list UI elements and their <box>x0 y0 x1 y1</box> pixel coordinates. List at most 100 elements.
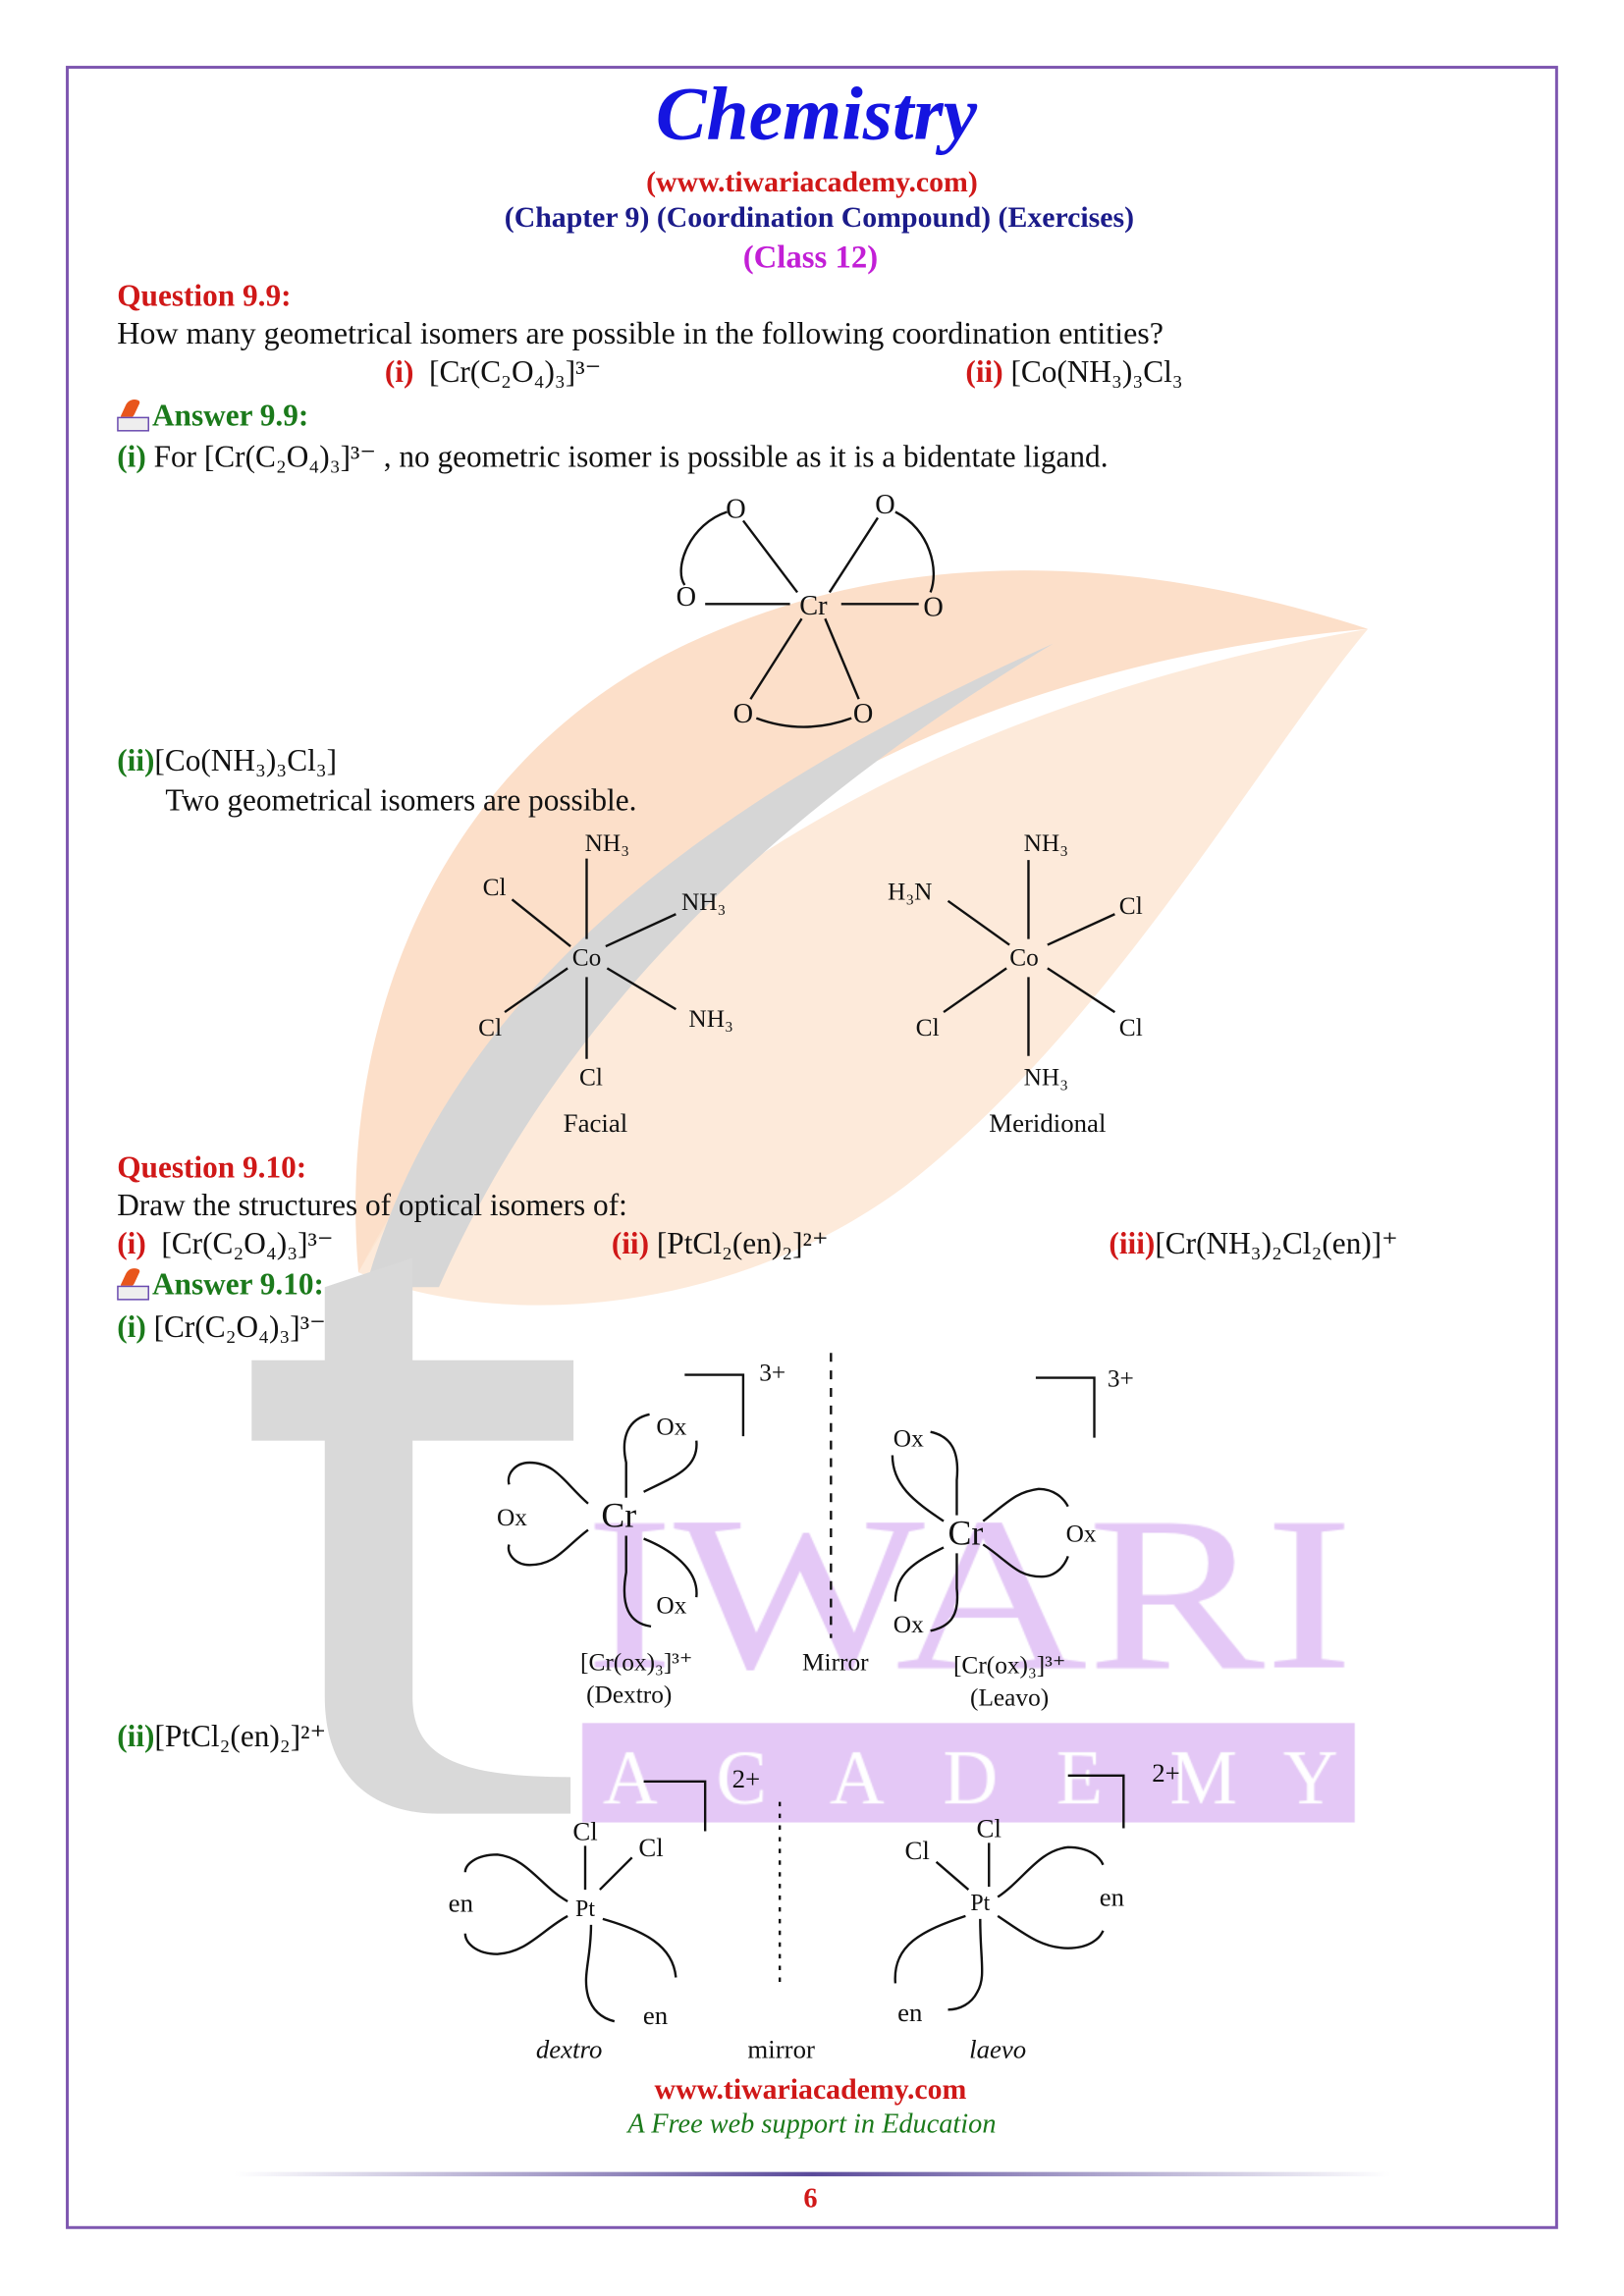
ligand-label: Ox <box>893 1425 924 1453</box>
isomer-caption: dextro <box>536 2034 603 2063</box>
isomer-caption: (Dextro) <box>586 1681 672 1708</box>
atom-label: NH₃ <box>1024 829 1068 857</box>
item-number: (ii) <box>965 353 1003 390</box>
isomer-caption: laevo <box>969 2034 1026 2063</box>
atom-label: NH₃ <box>585 829 629 857</box>
answer-icon <box>117 1264 149 1301</box>
item-number: (i) <box>117 1308 146 1345</box>
question-9-9-label: Question 9.9: <box>117 278 292 313</box>
question-9-10-item-ii: (ii) [PtCl₂(en)₂]²⁺ <box>612 1226 829 1261</box>
page-title: Chemistry <box>655 73 978 157</box>
pt-en-optical-isomers: 2+ 2+ Pt Cl Cl en en Pt Cl Cl en en dext… <box>449 1758 1180 2064</box>
isomer-formula: [Cr(ox)₃]³⁺ <box>580 1649 692 1677</box>
footer-url[interactable]: www.tiwariacademy.com <box>654 2073 967 2107</box>
atom-label: Cr <box>601 1496 636 1535</box>
item-number: (ii) <box>611 1225 650 1261</box>
chapter-line: (Chapter 9) (Coordination Compound) (Exe… <box>504 201 1135 235</box>
mirror-label: mirror <box>747 2034 815 2063</box>
answer-icon <box>117 396 149 432</box>
question-9-9-item-i: (i) [Cr(C₂O₄)₃]³⁻ <box>385 354 601 390</box>
formula: [PtCl₂(en)₂]²⁺ <box>154 1718 327 1754</box>
ligand-label: en <box>449 1888 473 1917</box>
atom-label: Cl <box>977 1813 1001 1842</box>
charge-label: 3+ <box>1108 1365 1134 1393</box>
isomer-formula: [Cr(ox)₃]³⁺ <box>953 1652 1065 1680</box>
atom-label: O <box>923 592 943 622</box>
formula: [Co(NH₃)₃Cl₃] <box>154 742 338 778</box>
page-number: 6 <box>803 2183 818 2215</box>
formula: [PtCl₂(en)₂]²⁺ <box>656 1225 829 1261</box>
isomer-caption: Facial <box>564 1108 628 1138</box>
atom-label: Cl <box>483 874 507 901</box>
meridional-isomer: Co NH₃ H₃N Cl Cl Cl NH₃ Meridional <box>888 829 1143 1138</box>
item-number: (i) <box>117 1225 146 1261</box>
atom-label: Cl <box>638 1833 663 1862</box>
atom-label: H₃N <box>888 878 932 905</box>
atom-label: Cr <box>948 1513 984 1552</box>
charge-label: 2+ <box>732 1764 761 1793</box>
formula: [Cr(NH₃)₂Cl₂(en)]⁺ <box>1155 1225 1398 1261</box>
item-number: (ii) <box>117 742 155 778</box>
question-9-10-item-i: (i) [Cr(C₂O₄)₃]³⁻ <box>117 1226 333 1261</box>
answer-9-9-ii: (ii)[Co(NH₃)₃Cl₃] <box>117 743 337 778</box>
ligand-label: en <box>643 2001 668 2030</box>
header-url[interactable]: (www.tiwariacademy.com) <box>646 166 978 199</box>
ligand-label: Ox <box>893 1611 924 1638</box>
answer-9-9-heading: Answer 9.9: <box>117 396 309 434</box>
answer-9-10-label: Answer 9.10: <box>151 1266 324 1303</box>
charge-label: 3+ <box>759 1360 785 1387</box>
item-number: (i) <box>117 439 146 474</box>
formula: [Cr(C₂O₄)₃]³⁻ <box>153 1308 326 1345</box>
charge-label: 2+ <box>1152 1758 1180 1788</box>
atom-label: Co <box>572 943 602 971</box>
question-9-10-text: Draw the structures of optical isomers o… <box>117 1187 627 1223</box>
ligand-label: Ox <box>656 1591 686 1619</box>
ligand-label: Ox <box>656 1414 686 1441</box>
mirror-label: Mirror <box>802 1649 869 1677</box>
atom-label: Cl <box>579 1064 603 1092</box>
formula: [Co(NH₃)₃Cl₃ <box>1010 353 1183 390</box>
atom-label: Cr <box>799 591 828 621</box>
item-number: (iii) <box>1109 1225 1156 1261</box>
atom-label: NH₃ <box>681 888 726 916</box>
cr-ox-optical-isomers: 3+ 3+ Cr Ox Ox Ox Cr Ox Ox Ox [Cr(ox)₃]³… <box>497 1353 1134 1711</box>
question-9-9-text: How many geometrical isomers are possibl… <box>117 315 1164 351</box>
answer-text: For [Cr(C₂O₄)₃]³⁻ , no geometric isomer … <box>153 439 1109 474</box>
atom-label: Cl <box>916 1014 940 1041</box>
formula: [Cr(C₂O₄)₃]³⁻ <box>161 1225 334 1261</box>
question-9-10-item-iii: (iii)[Cr(NH₃)₂Cl₂(en)]⁺ <box>1109 1226 1397 1261</box>
atom-label: Cl <box>572 1816 597 1845</box>
answer-9-9-i: (i) For [Cr(C₂O₄)₃]³⁻ , no geometric iso… <box>117 439 1108 474</box>
item-number: (i) <box>384 353 414 390</box>
atom-label: Cl <box>478 1014 502 1041</box>
answer-9-10-i: (i) [Cr(C₂O₄)₃]³⁻ <box>117 1309 325 1345</box>
question-9-10-label: Question 9.10: <box>117 1149 307 1185</box>
page-border <box>66 66 1558 2229</box>
ligand-label: Ox <box>1066 1520 1097 1547</box>
atom-label: Pt <box>575 1896 595 1922</box>
answer-9-9-ii-text: Two geometrical isomers are possible. <box>165 782 637 818</box>
footer-tagline: A Free web support in Education <box>627 2109 997 2140</box>
cr-oxalate-structure: Cr O O O O O O <box>677 490 944 729</box>
atom-label: Cl <box>1119 892 1143 920</box>
answer-9-10-ii: (ii)[PtCl₂(en)₂]²⁺ <box>117 1719 326 1754</box>
atom-label: Pt <box>970 1891 990 1916</box>
atom-label: O <box>853 699 873 729</box>
isomer-caption: Meridional <box>989 1108 1106 1138</box>
atom-label: NH₃ <box>1024 1064 1068 1092</box>
ligand-label: en <box>1100 1882 1124 1911</box>
atom-label: O <box>875 490 894 520</box>
item-number: (ii) <box>117 1718 155 1754</box>
ligand-label: Ox <box>497 1504 527 1531</box>
isomer-caption: (Leavo) <box>970 1683 1049 1711</box>
atom-label: Co <box>1009 943 1039 971</box>
formula: [Cr(C₂O₄)₃]³⁻ <box>429 353 602 390</box>
atom-label: NH₃ <box>688 1005 732 1033</box>
ligand-label: en <box>897 1998 922 2027</box>
answer-9-9-label: Answer 9.9: <box>151 398 309 434</box>
answer-9-10-heading: Answer 9.10: <box>117 1264 324 1303</box>
facial-isomer: Co NH₃ Cl NH₃ Cl NH₃ Cl Facial <box>478 829 733 1138</box>
